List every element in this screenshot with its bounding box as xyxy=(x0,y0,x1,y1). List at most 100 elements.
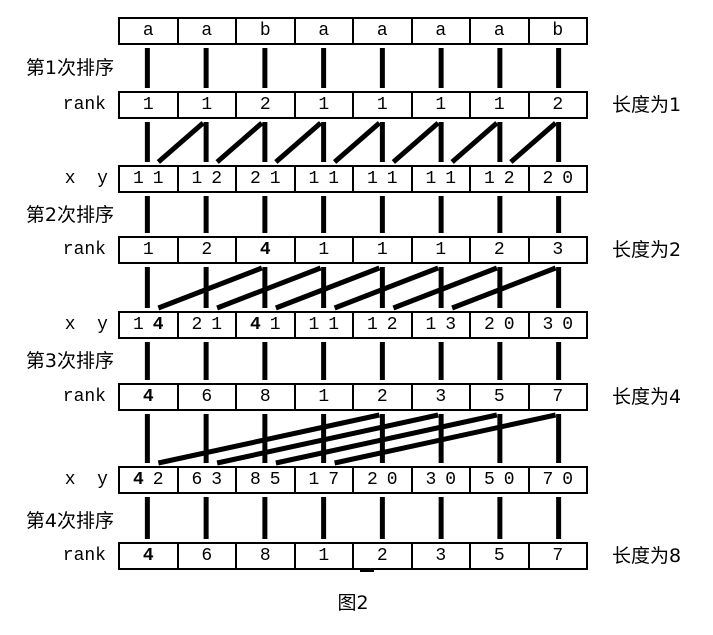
y-value: 2 xyxy=(386,315,398,335)
rank-cell: 1 xyxy=(142,95,154,115)
string-cell: b xyxy=(527,19,587,43)
rank-cell: 6 xyxy=(176,385,236,409)
diagonal-connector xyxy=(275,412,498,466)
xy-cell: 1 1 xyxy=(352,167,411,191)
length-label: 长度为4 xyxy=(612,386,682,408)
x-value: 1 xyxy=(132,315,144,335)
xy-cell: 1 1 xyxy=(293,313,353,337)
rank-row-3: 4 6 8 1 2 3 5 7 xyxy=(118,383,588,411)
xy-cell: 3 0 xyxy=(410,468,470,492)
string-cell: a xyxy=(352,19,411,43)
string-cell: a xyxy=(142,21,154,41)
rank-cell: 2 xyxy=(176,238,236,262)
x-value: 4 xyxy=(132,470,144,490)
x-value: 2 xyxy=(366,470,378,490)
rank-cell: 4 xyxy=(142,546,154,566)
x-value: 5 xyxy=(483,470,495,490)
xy-cell: 1 2 xyxy=(176,167,236,191)
diagonal-connector xyxy=(215,121,264,164)
rank-cell: 2 xyxy=(352,544,411,568)
diagonal-connector xyxy=(216,265,322,311)
y-value: 2 xyxy=(503,169,515,189)
x-value: 1 xyxy=(366,169,378,189)
y-value: 1 xyxy=(152,169,164,189)
xy-cell: 7 0 xyxy=(527,468,587,492)
sort-pass-label: 第2次排序 xyxy=(25,204,114,226)
xy-cell: 4 2 xyxy=(120,468,177,492)
xy-row-3: 4 2 6 3 8 5 1 7 2 0 3 0 5 0 7 0 xyxy=(118,466,588,494)
y-value: 2 xyxy=(152,470,164,490)
y-value: 1 xyxy=(386,169,398,189)
xy-cell: 1 2 xyxy=(352,313,411,337)
xy-cell: 1 1 xyxy=(410,167,470,191)
y-value: 0 xyxy=(503,315,515,335)
y-value: 0 xyxy=(562,169,574,189)
rank-cell: 6 xyxy=(176,544,236,568)
xy-cell: 5 0 xyxy=(469,468,528,492)
x-value: 1 xyxy=(366,315,378,335)
rank-cell: 5 xyxy=(469,544,528,568)
y-value: 1 xyxy=(328,169,340,189)
xy-cell: 1 7 xyxy=(293,468,353,492)
rank-cell: 8 xyxy=(235,544,294,568)
xy-cell: 2 0 xyxy=(527,167,587,191)
rank-cell: 1 xyxy=(410,238,470,262)
string-cell: b xyxy=(235,19,294,43)
x-value: 3 xyxy=(542,315,554,335)
rank-cell: 2 xyxy=(352,385,411,409)
sort-pass-label: 第3次排序 xyxy=(25,350,114,372)
x-value: 1 xyxy=(132,169,144,189)
rank-cell: 2 xyxy=(469,238,528,262)
rank-cell: 1 xyxy=(142,240,154,260)
y-value: 3 xyxy=(445,315,457,335)
xy-cell: 4 1 xyxy=(235,313,294,337)
x-value: 1 xyxy=(483,169,495,189)
xy-cell: 6 3 xyxy=(176,468,236,492)
diagonal-connector xyxy=(274,265,381,311)
string-cell: a xyxy=(176,19,236,43)
sort-pass-label: 第4次排序 xyxy=(25,510,114,532)
length-label: 长度为1 xyxy=(612,94,682,116)
rank-cell: 8 xyxy=(235,385,294,409)
rank-cell: 1 xyxy=(352,238,411,262)
xy-cell: 2 1 xyxy=(176,313,236,337)
diagonal-connector xyxy=(392,265,498,311)
x-value: 1 xyxy=(308,169,320,189)
diagonal-connector xyxy=(333,265,440,311)
rank-cell: 4 xyxy=(235,238,294,262)
diagonal-connector xyxy=(157,412,380,466)
xy-cell: 1 1 xyxy=(293,167,353,191)
string-cell: a xyxy=(469,19,528,43)
x-value: 3 xyxy=(425,470,437,490)
xy-cell: 1 2 xyxy=(469,167,528,191)
xy-label: x y xyxy=(64,169,108,189)
y-value: 1 xyxy=(211,315,223,335)
rank-cell: 7 xyxy=(527,544,587,568)
xy-cell: 1 3 xyxy=(410,313,470,337)
rank-cell: 1 xyxy=(176,93,236,117)
y-value: 0 xyxy=(445,470,457,490)
y-value: 1 xyxy=(328,315,340,335)
rank-cell: 1 xyxy=(293,93,353,117)
xy-row-2: 1 4 2 1 4 1 1 1 1 2 1 3 2 0 3 0 xyxy=(118,311,588,339)
diagonal-connector xyxy=(450,121,499,164)
diagonal-connector xyxy=(451,265,557,311)
y-value: 1 xyxy=(269,169,281,189)
stray-underscore-mark xyxy=(360,569,374,572)
xy-cell: 1 1 xyxy=(120,167,177,191)
string-cell: a xyxy=(293,19,353,43)
y-value: 4 xyxy=(152,315,164,335)
xy-label: x y xyxy=(64,315,108,335)
rank-row-4: 4 6 8 1 2 3 5 7 xyxy=(118,542,588,570)
rank-row-1: 1 1 2 1 1 1 1 2 xyxy=(118,91,588,119)
length-label: 长度为8 xyxy=(612,545,682,567)
x-value: 2 xyxy=(542,169,554,189)
y-value: 0 xyxy=(386,470,398,490)
rank-cell: 2 xyxy=(235,93,294,117)
rank-cell: 4 xyxy=(142,387,154,407)
x-value: 6 xyxy=(191,470,203,490)
x-value: 2 xyxy=(191,315,203,335)
diagonal-connector xyxy=(391,121,440,164)
figure-caption: 图2 xyxy=(337,592,369,614)
